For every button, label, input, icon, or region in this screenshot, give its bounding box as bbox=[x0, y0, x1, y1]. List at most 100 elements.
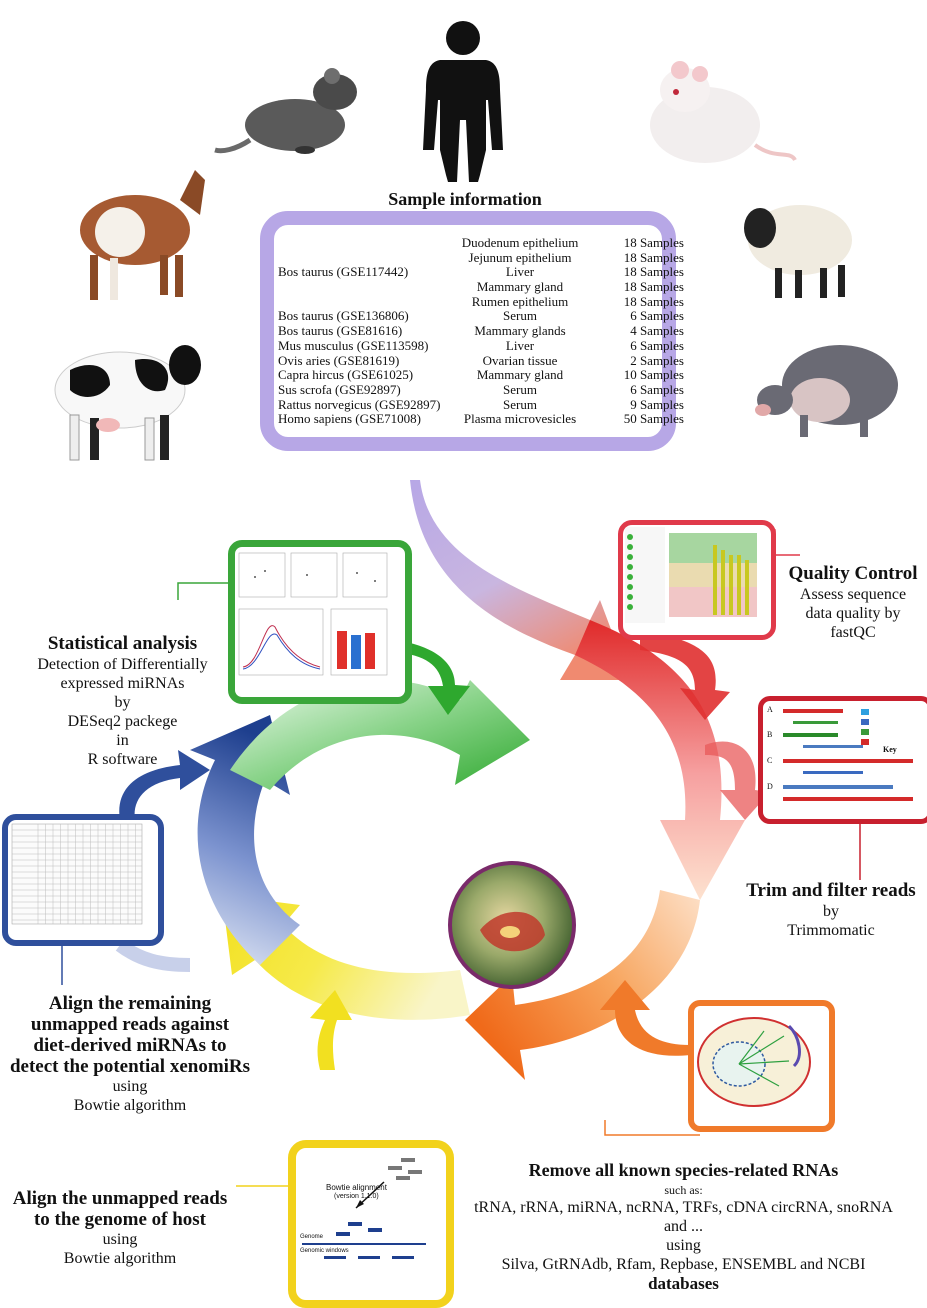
bowtie-label4: Genomic windows bbox=[300, 1248, 349, 1254]
remove-line5: Silva, GtRNAdb, Rfam, Repbase, ENSEMBL a… bbox=[501, 1256, 866, 1273]
sample-species-cell: Homo sapiens (GSE71008) bbox=[278, 411, 421, 427]
sample-species-cell: Bos taurus (GSE117442) bbox=[278, 264, 409, 280]
stats-line5: in bbox=[116, 732, 129, 749]
arrow-trim-small bbox=[705, 741, 770, 820]
table-panel bbox=[2, 814, 164, 946]
quality-line2: data quality by bbox=[805, 605, 901, 622]
connector-stats bbox=[177, 582, 228, 600]
align-xeno-title2: unmapped reads against bbox=[30, 1014, 230, 1035]
arrow-quality-to-trim bbox=[640, 630, 730, 720]
mouse-image bbox=[650, 61, 797, 163]
arrow-table-fade bbox=[115, 939, 191, 972]
stats-panel bbox=[228, 540, 412, 704]
sample-species-cell: Bos taurus (GSE136806) bbox=[278, 308, 409, 324]
sample-info-title: Sample information bbox=[388, 189, 542, 209]
quality-title: Quality Control bbox=[788, 563, 918, 584]
trim-key: Key bbox=[883, 745, 897, 754]
remove-panel bbox=[688, 1000, 835, 1132]
quality-text: Quality Control Assess sequence data qua… bbox=[778, 563, 927, 642]
sample-tissue-cell: Mammary glands bbox=[474, 323, 566, 339]
sample-tissue-cell: Rumen epithelium bbox=[471, 293, 569, 309]
trim-row-c: C bbox=[767, 756, 773, 765]
arrow-red bbox=[575, 620, 745, 900]
sample-tissue-cell: Liver bbox=[505, 337, 535, 353]
align-xeno-title1: Align the remaining bbox=[48, 993, 212, 1014]
sample-species-cell bbox=[278, 280, 446, 295]
sample-tissue-cell: Liver bbox=[505, 264, 535, 280]
sample-samples-cell: 18 Samples bbox=[623, 235, 684, 250]
sample-tissue-cell: Mammary gland bbox=[476, 279, 564, 295]
bowtie-panel: Bowtie alignment (version 1.1.0) Genome … bbox=[288, 1140, 454, 1308]
sample-samples-cell: 6 Samples bbox=[630, 337, 684, 353]
sample-samples-cell: 6 Samples bbox=[630, 381, 684, 397]
align-xeno-text: Align the remaining unmapped reads again… bbox=[0, 993, 260, 1115]
stats-line2: expressed miRNAs bbox=[60, 675, 185, 692]
stats-title: Statistical analysis bbox=[47, 633, 198, 654]
stats-text: Statistical analysis Detection of Differ… bbox=[20, 633, 225, 769]
sample-samples-cell: 18 Samples bbox=[623, 279, 684, 295]
sample-species-cell: Capra hircus (GSE61025) bbox=[278, 367, 414, 383]
sample-tissue-cell: Plasma microvesicles bbox=[463, 411, 577, 427]
align-host-text: Align the unmapped reads to the genome o… bbox=[0, 1188, 240, 1268]
sample-tissue-cell: Serum bbox=[503, 308, 537, 324]
connector-remove bbox=[604, 1120, 700, 1136]
bowtie-label1: Bowtie alignment bbox=[326, 1183, 387, 1192]
align-host-title1: Align the unmapped reads bbox=[12, 1188, 228, 1209]
sample-samples-cell: 18 Samples bbox=[623, 249, 684, 265]
sample-species-cell: Sus scrofa (GSE92897) bbox=[278, 381, 401, 397]
quality-line1: Assess sequence bbox=[799, 586, 907, 603]
remove-line4: using bbox=[666, 1237, 701, 1254]
align-host-line2: Bowtie algorithm bbox=[63, 1250, 177, 1267]
sample-species-cell: Mus musculus (GSE113598) bbox=[278, 337, 429, 353]
sample-row: Homo sapiens (GSE71008) Plasma microvesic… bbox=[278, 412, 684, 427]
arrow-orange bbox=[465, 890, 700, 1080]
trim-line1: by bbox=[823, 903, 839, 920]
arrow-green bbox=[230, 680, 530, 790]
stats-line3: by bbox=[114, 694, 131, 711]
arrow-remove-small bbox=[600, 980, 690, 1056]
bowtie-label2: (version 1.1.0) bbox=[334, 1193, 379, 1200]
sheep-image bbox=[744, 205, 852, 298]
sample-tissue-cell: Jejunum epithelium bbox=[468, 249, 572, 265]
bowtie-label3: Genome bbox=[300, 1234, 324, 1240]
sample-row: Mus musculus (GSE113598) Liver 6 Samples bbox=[278, 337, 684, 354]
trim-row-b: B bbox=[767, 730, 773, 739]
remove-title: Remove all known species-related RNAs bbox=[528, 1160, 839, 1180]
remove-line3: and ... bbox=[663, 1218, 704, 1235]
remove-line1: such as: bbox=[664, 1183, 703, 1197]
align-xeno-line2: Bowtie algorithm bbox=[73, 1097, 187, 1114]
arrow-table-up bbox=[119, 750, 210, 820]
sample-species-cell bbox=[278, 251, 446, 266]
sample-row: Bos taurus (GSE81616) Mammary glands 4 Sam… bbox=[278, 323, 684, 339]
sample-row: Mammary gland 18 Samples bbox=[278, 279, 684, 295]
pig-image bbox=[755, 345, 898, 437]
sample-row: Jejunum epithelium 18 Samples bbox=[278, 249, 684, 266]
trim-row-d: D bbox=[767, 782, 773, 791]
quality-line3: fastQC bbox=[830, 624, 876, 641]
remove-line2: tRNA, rRNA, miRNA, ncRNA, TRFs, cDNA cir… bbox=[474, 1199, 893, 1216]
stats-line6: R software bbox=[87, 751, 158, 768]
remove-line6: databases bbox=[648, 1274, 719, 1293]
sample-samples-cell: 4 Samples bbox=[630, 323, 684, 339]
sample-tissue-cell: Serum bbox=[503, 396, 537, 412]
sample-species-cell: Bos taurus (GSE81616) bbox=[278, 323, 403, 339]
sample-species-cell: Ovis aries (GSE81619) bbox=[278, 352, 400, 368]
align-host-title2: to the genome of host bbox=[33, 1209, 207, 1230]
trim-text: Trim and filter reads by Trimmomatic bbox=[735, 880, 927, 940]
stats-line1: Detection of Differentially bbox=[37, 656, 208, 673]
trim-line2: Trimmomatic bbox=[787, 922, 875, 939]
trim-row-a: A bbox=[767, 705, 773, 714]
sample-tissue-cell: Ovarian tissue bbox=[482, 352, 558, 368]
sample-samples-cell: 2 Samples bbox=[630, 352, 684, 368]
sample-row: Ovis aries (GSE81619) Ovarian tissue 2 Sam… bbox=[278, 352, 684, 369]
rat-image bbox=[214, 68, 357, 154]
trim-title: Trim and filter reads bbox=[746, 880, 916, 901]
